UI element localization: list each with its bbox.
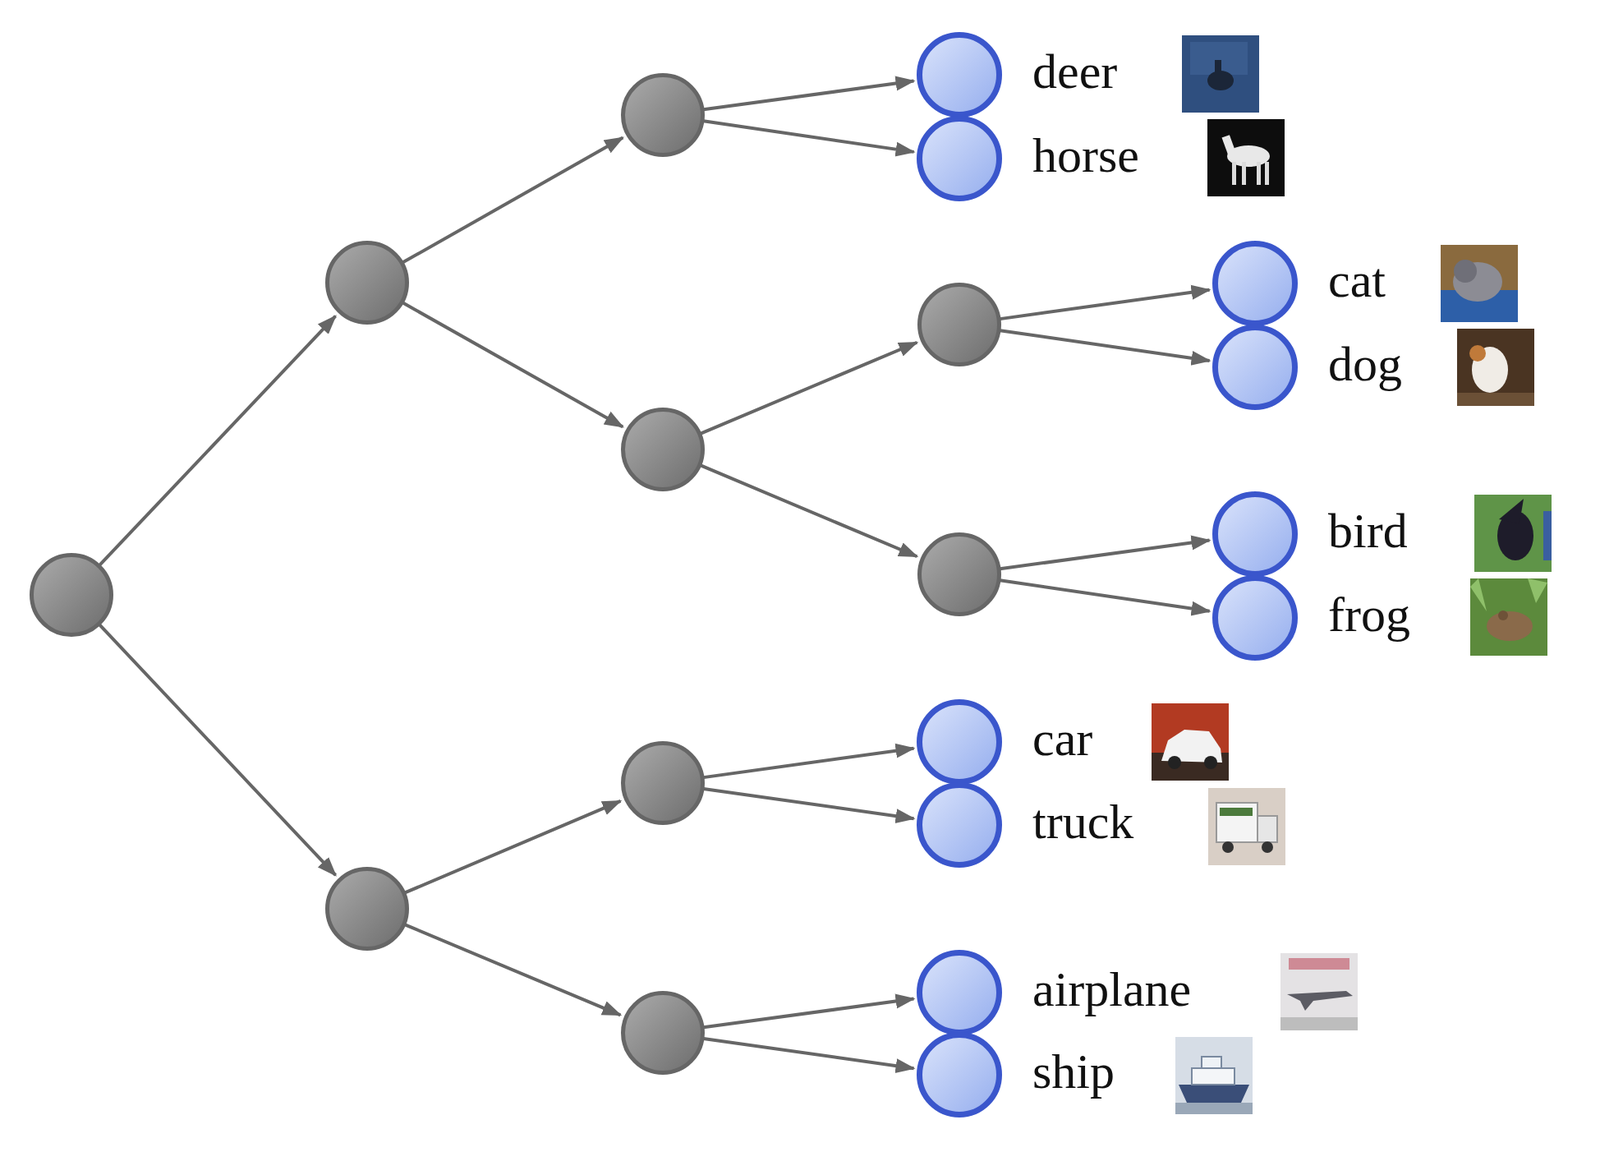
leaf-circle-shape bbox=[1215, 494, 1296, 575]
tree-arrow bbox=[703, 81, 915, 111]
leaf-circle-shape bbox=[919, 785, 1000, 865]
tree-arrow bbox=[703, 1038, 915, 1068]
thumbnail-image bbox=[1207, 119, 1285, 197]
leaf-circle bbox=[1212, 324, 1298, 410]
tree-node bbox=[620, 73, 705, 157]
node-circle bbox=[620, 990, 705, 1075]
class-label: deer bbox=[1032, 46, 1118, 97]
leaf-circle-shape bbox=[919, 702, 1000, 782]
node-circle-shape bbox=[623, 743, 704, 823]
class-leaf-node: truck bbox=[916, 781, 1003, 868]
node-circle-shape bbox=[327, 243, 408, 323]
class-label: horse bbox=[1032, 130, 1140, 180]
class-leaf-node: horse bbox=[916, 115, 1003, 202]
node-circle bbox=[620, 407, 705, 492]
node-circle bbox=[620, 73, 705, 157]
thumbnail-image bbox=[1474, 494, 1552, 572]
leaf-circle-shape bbox=[919, 1034, 1000, 1115]
leaf-circle bbox=[1212, 574, 1298, 661]
tree-arrow bbox=[999, 330, 1210, 361]
tree-arrow bbox=[403, 303, 624, 428]
leaf-circle-shape bbox=[1215, 243, 1296, 324]
node-circle bbox=[325, 240, 410, 325]
thumbnail-image bbox=[1470, 578, 1548, 656]
node-circle bbox=[620, 740, 705, 825]
tree-node bbox=[620, 407, 705, 492]
leaf-circle-shape bbox=[919, 952, 1000, 1033]
tree-arrow bbox=[404, 924, 621, 1015]
class-label: car bbox=[1032, 713, 1093, 764]
node-circle bbox=[917, 532, 1002, 617]
node-circle-shape bbox=[623, 993, 704, 1073]
node-circle-shape bbox=[32, 555, 112, 635]
thumbnail-image bbox=[1208, 787, 1286, 865]
class-label: airplane bbox=[1032, 964, 1191, 1014]
class-leaf-node: ship bbox=[916, 1031, 1003, 1118]
class-leaf-node: dog bbox=[1212, 324, 1298, 410]
tree-arrow bbox=[1000, 289, 1210, 319]
leaf-circle-shape bbox=[919, 35, 1000, 115]
tree-node bbox=[29, 552, 114, 637]
class-label: cat bbox=[1328, 255, 1386, 305]
leaf-circle-shape bbox=[919, 119, 1000, 199]
tree-arrow bbox=[1000, 540, 1210, 570]
leaf-circle bbox=[916, 32, 1003, 118]
tree-node bbox=[620, 990, 705, 1075]
node-circle-shape bbox=[919, 534, 1000, 615]
leaf-circle bbox=[1212, 491, 1298, 577]
tree-node bbox=[325, 866, 410, 951]
thumbnail-image bbox=[1440, 244, 1518, 322]
class-label: frog bbox=[1328, 589, 1411, 640]
node-circle bbox=[917, 282, 1002, 367]
class-leaf-node: cat bbox=[1212, 240, 1298, 327]
tree-node bbox=[917, 532, 1002, 617]
class-label: ship bbox=[1032, 1046, 1115, 1096]
tree-arrow bbox=[99, 316, 336, 566]
leaf-circle bbox=[916, 1031, 1003, 1118]
tree-arrow bbox=[700, 464, 917, 557]
thumbnail-image bbox=[1457, 328, 1535, 406]
tree-arrow bbox=[700, 342, 917, 434]
thumbnail-image bbox=[1151, 703, 1229, 781]
class-label: dog bbox=[1328, 339, 1403, 389]
node-circle bbox=[325, 866, 410, 951]
leaf-circle bbox=[916, 781, 1003, 868]
node-circle bbox=[29, 552, 114, 637]
tree-arrow bbox=[999, 579, 1210, 612]
tree-arrow bbox=[99, 624, 336, 875]
class-leaf-node: frog bbox=[1212, 574, 1298, 661]
leaf-circle bbox=[1212, 240, 1298, 327]
tree-arrow bbox=[703, 998, 915, 1028]
class-label: bird bbox=[1328, 505, 1408, 556]
tree-node bbox=[325, 240, 410, 325]
leaf-circle-shape bbox=[1215, 327, 1296, 408]
tree-node bbox=[917, 282, 1002, 367]
tree-arrow bbox=[404, 800, 621, 893]
class-label: truck bbox=[1032, 796, 1134, 846]
thumbnail-image bbox=[1181, 35, 1260, 113]
node-circle-shape bbox=[327, 868, 408, 949]
leaf-circle bbox=[916, 949, 1003, 1035]
class-leaf-node: airplane bbox=[916, 949, 1003, 1035]
node-circle-shape bbox=[623, 409, 704, 490]
node-circle-shape bbox=[919, 285, 1000, 365]
node-circle-shape bbox=[623, 75, 704, 156]
leaf-circle bbox=[916, 115, 1003, 202]
tree-arrow bbox=[703, 748, 915, 778]
class-leaf-node: bird bbox=[1212, 491, 1298, 577]
thumbnail-image bbox=[1280, 952, 1358, 1030]
tree-arrow bbox=[703, 120, 914, 152]
tree-node bbox=[620, 740, 705, 825]
class-leaf-node: deer bbox=[916, 32, 1003, 118]
tree-arrow bbox=[703, 788, 915, 819]
leaf-circle-shape bbox=[1215, 578, 1296, 658]
thumbnail-image bbox=[1175, 1036, 1253, 1114]
tree-arrow bbox=[403, 137, 624, 263]
class-leaf-node: car bbox=[916, 698, 1003, 785]
leaf-circle bbox=[916, 698, 1003, 785]
